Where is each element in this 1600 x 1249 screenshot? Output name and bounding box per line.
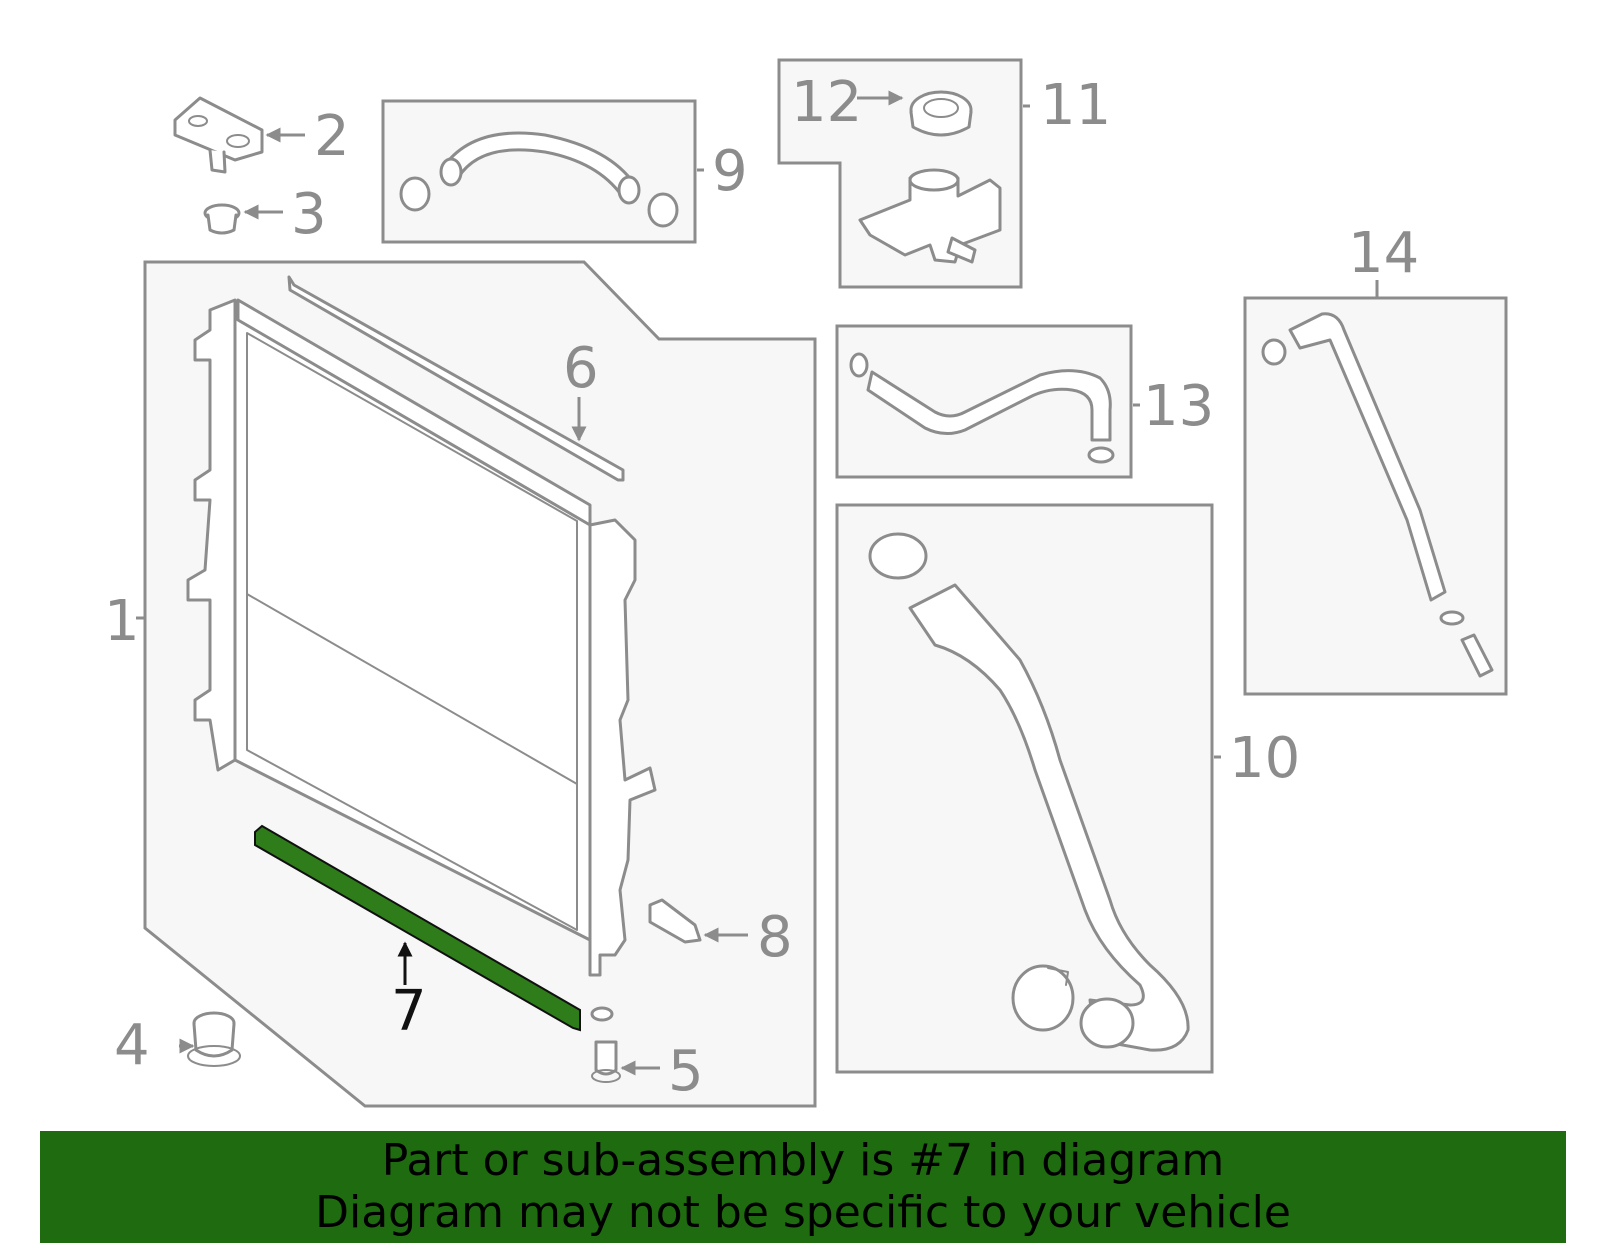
callout-13: 13	[1143, 374, 1214, 439]
callout-14: 14	[1348, 221, 1419, 286]
leader-lines	[136, 90, 1379, 1076]
hose-part-9	[399, 131, 679, 228]
hose-9-group-box	[381, 99, 697, 244]
mount-part-4	[187, 1011, 241, 1067]
callout-12: 12	[791, 70, 862, 135]
bracket-part-2	[173, 96, 264, 174]
banner-line-1: Part or sub-assembly is #7 in diagram	[381, 1135, 1225, 1186]
filler-neck-part-11	[858, 90, 1002, 264]
info-banner: Part or sub-assembly is #7 in diagram Di…	[40, 1131, 1566, 1243]
callout-4: 4	[114, 1013, 150, 1078]
grommet-part-3	[203, 203, 241, 235]
upper-seal-part-6	[287, 275, 625, 482]
hose-part-14	[1261, 312, 1494, 678]
callout-7: 7	[391, 979, 427, 1044]
callout-1: 1	[104, 589, 140, 654]
radiator-part-1	[186, 298, 657, 977]
callout-8: 8	[757, 905, 793, 970]
lower-hose-part-10	[868, 532, 1190, 1052]
drain-plug-part-8	[648, 898, 702, 944]
callout-5: 5	[668, 1039, 704, 1104]
banner-line-2: Diagram may not be specific to your vehi…	[315, 1187, 1291, 1238]
callout-9: 9	[712, 139, 748, 204]
overflow-hose-part-13	[849, 352, 1115, 464]
lower-seal-part-7[interactable]	[254, 824, 581, 1032]
callout-2: 2	[314, 104, 350, 169]
callout-6: 6	[563, 336, 599, 401]
bolt-part-5	[590, 1006, 621, 1083]
callout-3: 3	[291, 182, 327, 247]
callout-11: 11	[1040, 73, 1111, 138]
callout-10: 10	[1229, 726, 1300, 791]
